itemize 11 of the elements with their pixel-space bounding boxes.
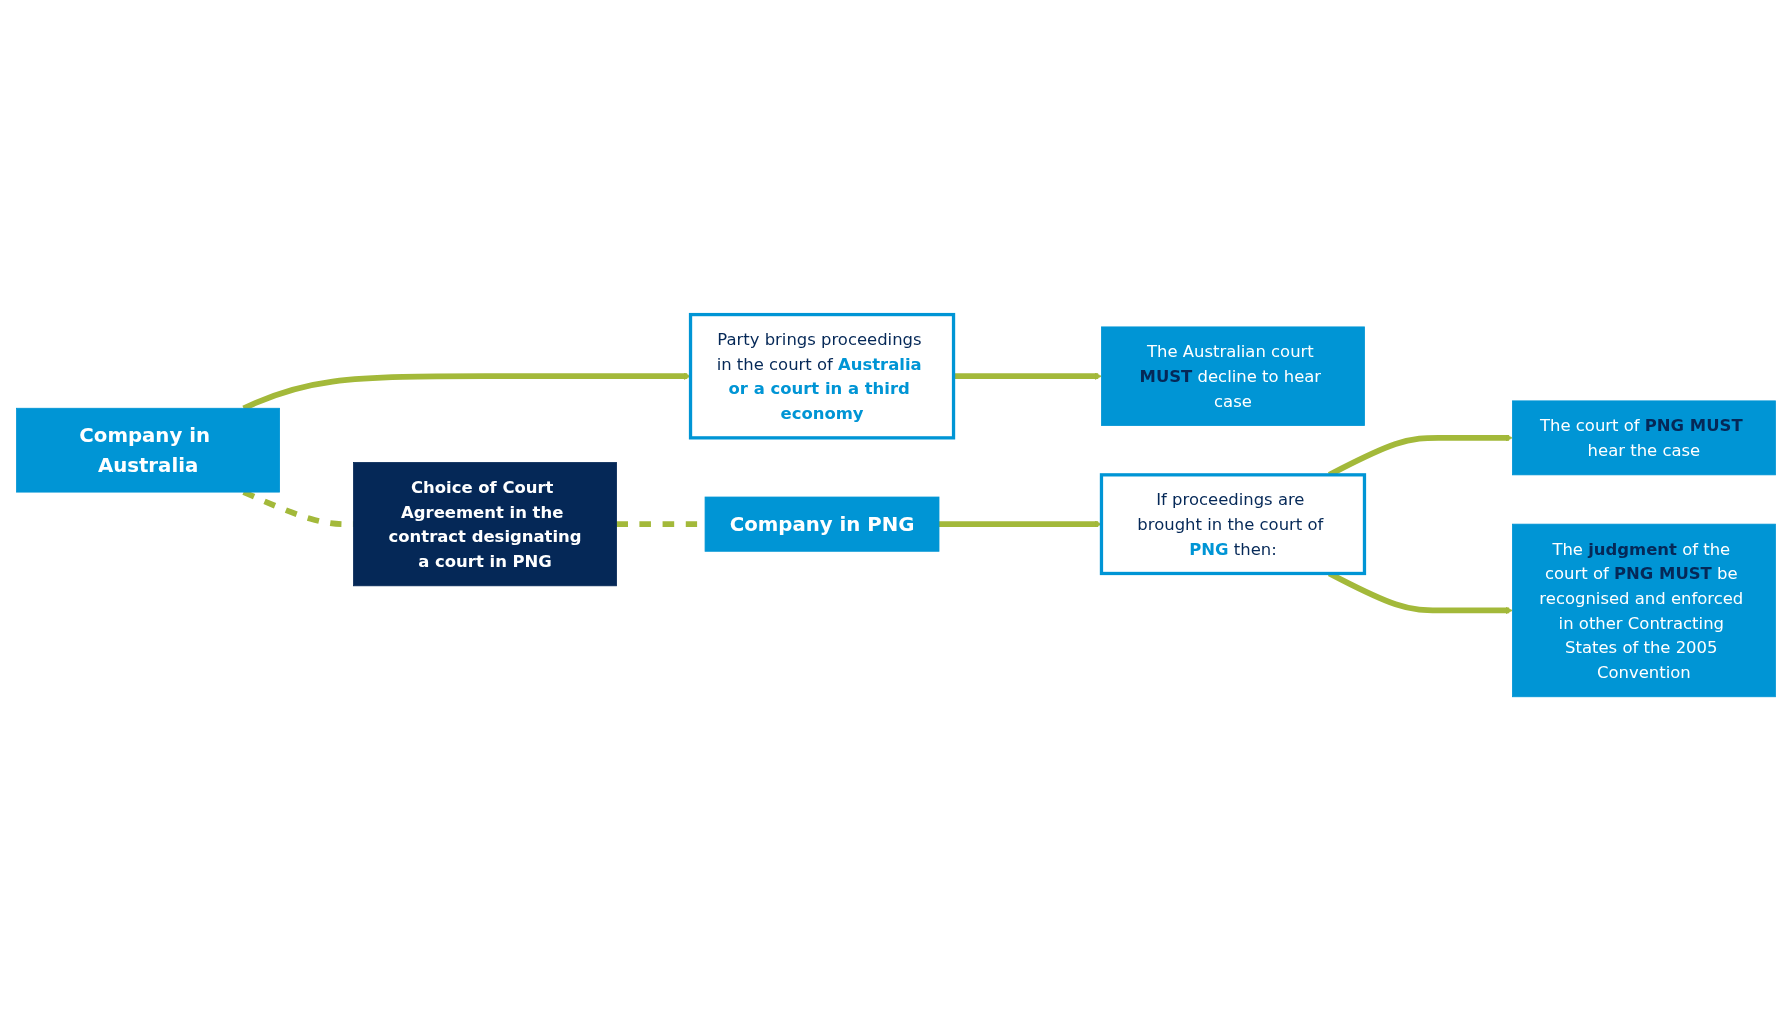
- node-box: Company in Australia: [16, 407, 280, 493]
- node-box: Party brings proceedings in the court of Australia or a court in a third economy: [688, 312, 956, 440]
- node-box: The Australian court MUST decline to hear case: [1101, 326, 1365, 426]
- arrow: [242, 372, 691, 411]
- node-box: If proceedings are brought in the court of PNG then:: [1099, 473, 1367, 575]
- arrow: [939, 520, 1102, 528]
- node-box: The judgment of the court of PNG MUST be recognised and enforced in other Contracting States of the 2005 Convention: [1512, 523, 1776, 697]
- arrow: [953, 372, 1102, 380]
- node-box: Choice of Court Agreement in the contract designating a court in PNG: [353, 461, 617, 587]
- node-box: The court of PNG MUST hear the case: [1512, 400, 1776, 476]
- node-box: Company in PNG: [704, 496, 940, 552]
